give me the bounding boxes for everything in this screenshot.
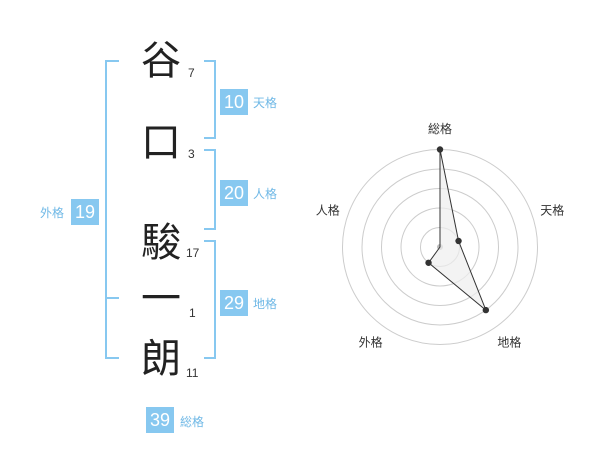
gaikaku-bracket bbox=[105, 60, 119, 359]
stroke-count-2: 3 bbox=[188, 147, 195, 161]
radar-label-3: 地格 bbox=[497, 334, 521, 349]
radar-label-2: 天格 bbox=[540, 203, 564, 218]
radar-point-3 bbox=[482, 306, 490, 314]
radar-point-4 bbox=[425, 259, 432, 266]
stroke-count-3: 17 bbox=[186, 246, 200, 260]
gaikaku-label: 外格 bbox=[40, 206, 65, 220]
stroke-count-5: 11 bbox=[186, 366, 199, 380]
jinkaku-value: 20 bbox=[220, 180, 248, 206]
soukaku-value: 39 bbox=[146, 407, 174, 433]
chikaku-bracket bbox=[204, 240, 216, 359]
radar-shape bbox=[427, 149, 487, 311]
name-char-3: 駿 bbox=[141, 220, 181, 266]
name-char-5: 朗 bbox=[141, 336, 181, 382]
name-char-1: 谷 bbox=[141, 38, 181, 84]
name-char-4: 一 bbox=[141, 276, 181, 322]
tenkaku-value: 10 bbox=[220, 89, 248, 115]
name-char-2: 口 bbox=[141, 120, 181, 166]
chikaku-value: 29 bbox=[220, 290, 248, 316]
gaikaku-bracket-tick bbox=[105, 297, 119, 299]
stroke-count-4: 1 bbox=[189, 306, 196, 320]
radar-label-1: 総格 bbox=[428, 121, 452, 136]
radar-label-4: 外格 bbox=[359, 334, 383, 349]
tenkaku-label: 天格 bbox=[253, 96, 278, 110]
jinkaku-bracket bbox=[204, 149, 216, 230]
gaikaku-value: 19 bbox=[71, 199, 99, 225]
radar-label-5: 人格 bbox=[316, 203, 340, 218]
soukaku-label: 総格 bbox=[180, 415, 205, 429]
tenkaku-bracket bbox=[204, 60, 216, 139]
stroke-count-1: 7 bbox=[188, 66, 195, 80]
jinkaku-label: 人格 bbox=[253, 187, 278, 201]
radar-point-2 bbox=[455, 237, 462, 245]
radar-point-1 bbox=[436, 146, 444, 153]
chikaku-label: 地格 bbox=[253, 297, 278, 311]
